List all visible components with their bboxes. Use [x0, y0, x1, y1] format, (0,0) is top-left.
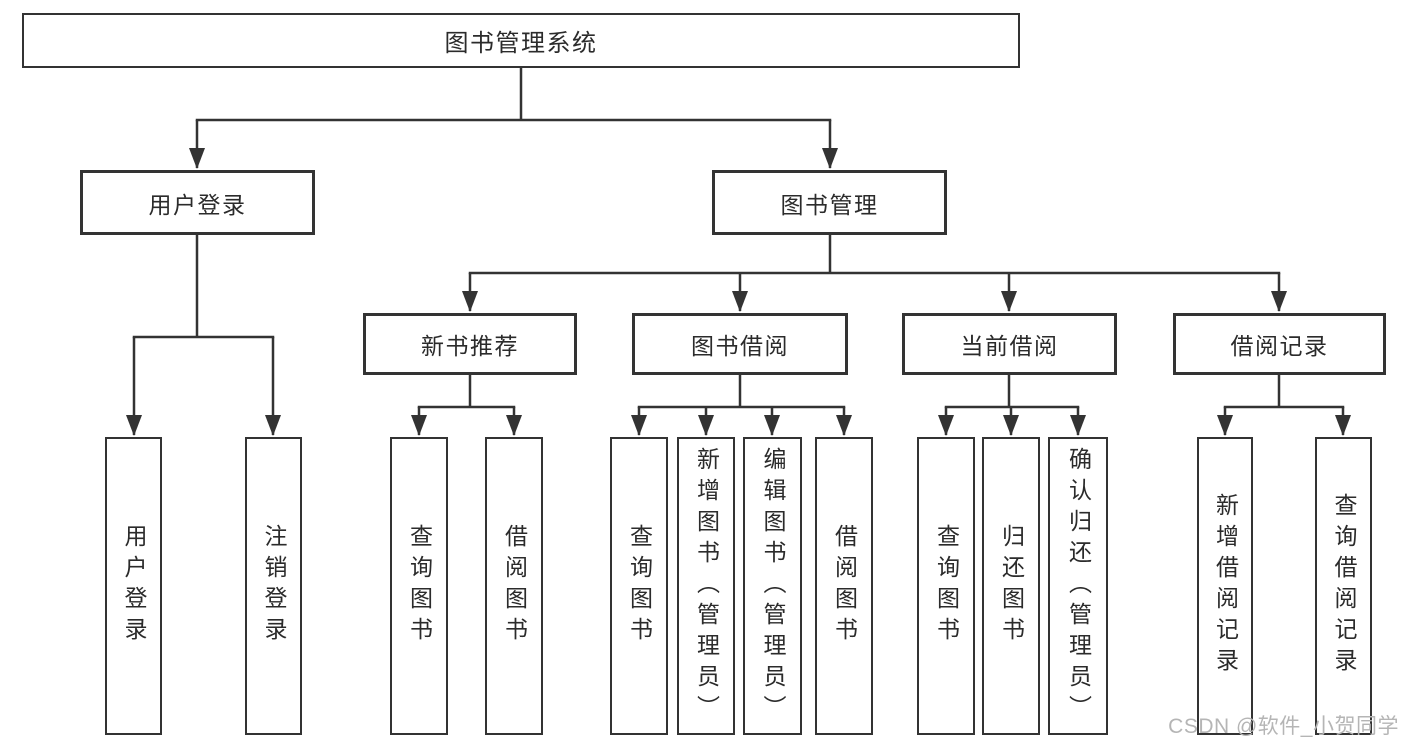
leaf-user-login: 用户登录: [105, 437, 162, 735]
leaf-query-books-2: 查询图书: [610, 437, 668, 735]
node-user-login: 用户登录: [80, 170, 315, 235]
leaf-query-borrow-record: 查询借阅记录: [1315, 437, 1372, 735]
node-label: 确认归还（管理员）: [1065, 446, 1092, 726]
leaf-return-books: 归还图书: [982, 437, 1040, 735]
node-label: 归还图书: [998, 524, 1025, 648]
leaf-borrow-books-1: 借阅图书: [485, 437, 543, 735]
node-label: 查询图书: [933, 524, 960, 648]
leaf-confirm-return-admin: 确认归还（管理员）: [1048, 437, 1108, 735]
node-label: 查询图书: [626, 524, 653, 648]
node-label: 当前借阅: [960, 333, 1059, 359]
node-label: 查询图书: [406, 524, 433, 648]
node-label: 查询借阅记录: [1331, 493, 1357, 679]
node-label: 借阅图书: [501, 524, 528, 648]
leaf-add-borrow-record: 新增借阅记录: [1197, 437, 1253, 735]
node-current-borrowing: 当前借阅: [902, 313, 1117, 375]
node-label: 注销登录: [261, 524, 287, 648]
node-label: 图书管理: [780, 191, 879, 218]
node-label: 用户登录: [148, 191, 247, 218]
node-label: 借阅图书: [831, 524, 858, 648]
node-label: 用户登录: [121, 524, 147, 648]
node-book-borrowing: 图书借阅: [632, 313, 848, 375]
node-label: 编辑图书（管理员）: [760, 446, 786, 726]
node-label: 图书借阅: [691, 333, 789, 359]
leaf-add-books-admin: 新增图书（管理员）: [677, 437, 735, 735]
node-label: 新书推荐: [421, 333, 519, 359]
node-label: 新增图书（管理员）: [693, 446, 720, 726]
node-borrowing-records: 借阅记录: [1173, 313, 1386, 375]
node-label: 新增借阅记录: [1212, 493, 1239, 679]
node-new-book-recommend: 新书推荐: [363, 313, 577, 375]
leaf-edit-books-admin: 编辑图书（管理员）: [743, 437, 802, 735]
leaf-query-books-1: 查询图书: [390, 437, 448, 735]
node-book-management: 图书管理: [712, 170, 947, 235]
leaf-logout: 注销登录: [245, 437, 302, 735]
node-label: 图书管理系统: [444, 30, 598, 57]
csdn-watermark: CSDN @软件_小贺同学: [1168, 715, 1399, 738]
leaf-query-books-3: 查询图书: [917, 437, 975, 735]
leaf-borrow-books-2: 借阅图书: [815, 437, 873, 735]
node-label: 借阅记录: [1230, 333, 1329, 359]
node-library-system: 图书管理系统: [22, 13, 1020, 68]
